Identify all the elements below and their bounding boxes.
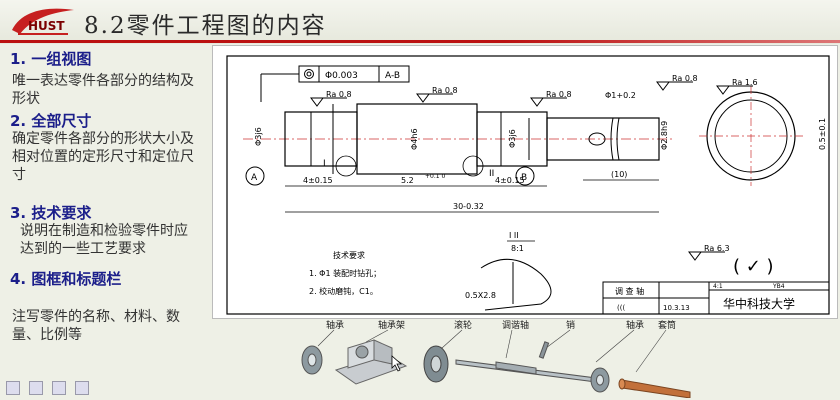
title-block: 调 查 轴 ((( 10.3.13 4:1 YB4 华中科技大学: [602, 281, 830, 315]
assembly-leaders: [317, 329, 667, 373]
svg-text:Ra 1.6: Ra 1.6: [732, 78, 758, 87]
svg-text:Ra 0.8: Ra 0.8: [546, 90, 572, 99]
nav-next-button[interactable]: [75, 381, 90, 395]
svg-text:8:1: 8:1: [511, 244, 524, 253]
svg-text:轴承: 轴承: [326, 319, 344, 331]
bearing-bracket-icon: [334, 339, 408, 385]
svg-text:B: B: [521, 173, 527, 183]
svg-text:轴承: 轴承: [626, 319, 644, 331]
datum-marks: A B I II: [245, 159, 535, 186]
surface-check-symbol: ( ✓ ): [733, 256, 774, 277]
drawing-border: [226, 55, 830, 315]
title-underline: [0, 40, 840, 43]
svg-text:轴承架: 轴承架: [378, 319, 405, 331]
svg-text:Φ2.8h9: Φ2.8h9: [660, 121, 669, 150]
mouse-cursor-icon: [391, 355, 403, 372]
tolerance-datum: A-B: [385, 71, 400, 81]
nav-prev-button[interactable]: [6, 381, 20, 395]
section-3-body: 说明在制造和检验零件时应达到的一些工艺要求: [20, 223, 188, 257]
svg-text:Ra 0.8: Ra 0.8: [432, 86, 458, 95]
geometric-tolerance-frame: Φ0.003 A-B: [260, 65, 410, 102]
university-logo-icon: HUST: [12, 8, 74, 35]
pin-icon: [538, 341, 550, 359]
section-2-body: 确定零件各部分的形状大小及相对位置的定形尺寸和定位尺寸: [12, 131, 194, 183]
svg-text:II: II: [489, 169, 494, 179]
shaft-main-view: [243, 103, 673, 177]
section-1-body: 唯一表达零件各部分的结构及形状: [12, 73, 194, 107]
svg-text:0.5±0.1: 0.5±0.1: [818, 118, 827, 150]
svg-text:销: 销: [566, 319, 575, 331]
svg-text:Φ4h6: Φ4h6: [410, 128, 419, 150]
school-name: 华中科技大学: [723, 296, 795, 311]
svg-text:调谐轴: 调谐轴: [502, 319, 529, 331]
svg-text:HUST: HUST: [28, 19, 65, 33]
slide-navigation: [6, 380, 93, 399]
svg-text:I II: I II: [509, 231, 519, 240]
svg-text:0.5X2.8: 0.5X2.8: [465, 291, 496, 300]
roller-wheel-icon: [423, 345, 449, 383]
shaft-end-view: [699, 86, 803, 186]
svg-text:(((: (((: [617, 304, 625, 312]
nav-menu-button[interactable]: [52, 381, 67, 395]
sleeve-icon: [618, 378, 691, 398]
svg-text:滚轮: 滚轮: [454, 319, 472, 331]
engineering-drawing: Φ0.003 A-B Ra 0.8 Ra 0.8 Ra 0.8 Ra: [212, 45, 838, 319]
svg-text:Φ3j6: Φ3j6: [508, 129, 517, 148]
svg-text:Φ3j6: Φ3j6: [254, 127, 263, 146]
svg-text:Ra 0.8: Ra 0.8: [672, 74, 698, 83]
svg-text:4±0.15: 4±0.15: [495, 176, 525, 185]
assembly-exploded-view: 轴承 轴承架 滚轮 调谐轴 销 轴承 套筒: [301, 319, 691, 398]
svg-text:4±0.15: 4±0.15: [303, 176, 333, 185]
bearing-right-icon: [590, 367, 610, 393]
svg-text:调 查 轴: 调 查 轴: [615, 286, 644, 296]
roughness-marks: Ra 0.8 Ra 0.8 Ra 0.8 Ra 0.8 Ra 1.6 Ra 6.…: [310, 74, 758, 261]
svg-text:技术要求: 技术要求: [333, 250, 365, 260]
svg-text:Φ1+0.2: Φ1+0.2: [605, 91, 636, 100]
section-4-heading: 4. 图框和标题栏: [10, 270, 122, 288]
section-2-heading: 2. 全部尺寸: [10, 112, 92, 130]
svg-text:套筒: 套筒: [658, 319, 676, 331]
svg-text:4:1: 4:1: [713, 283, 723, 290]
detail-view: I II 8:1 0.5X2.8: [465, 231, 552, 311]
svg-text:Ra 0.8: Ra 0.8: [326, 90, 352, 99]
section-4-body: 注写零件的名称、材料、数量、比例等: [12, 309, 180, 343]
bearing-left-icon: [301, 345, 323, 375]
left-panel: 1. 一组视图 唯一表达零件各部分的结构及形状 2. 全部尺寸 确定零件各部分的…: [6, 46, 206, 376]
adjusting-shaft-icon: [455, 359, 597, 383]
slide-title: 8.2零件工程图的内容: [84, 13, 327, 39]
section-3-heading: 3. 技术要求: [10, 204, 92, 222]
svg-text:30-0.32: 30-0.32: [453, 202, 484, 211]
svg-text:A: A: [251, 173, 258, 183]
section-1-heading: 1. 一组视图: [10, 50, 92, 68]
svg-text:1. Φ1 装配时钻孔；: 1. Φ1 装配时钻孔；: [309, 268, 381, 278]
svg-text:YB4: YB4: [772, 283, 785, 290]
technical-requirements: 技术要求 1. Φ1 装配时钻孔； 2. 校动磨钝，C1。: [309, 250, 381, 296]
svg-text:10.3.13: 10.3.13: [663, 304, 690, 312]
title-bar: [0, 0, 840, 44]
assembly-labels: 轴承 轴承架 滚轮 调谐轴 销 轴承 套筒: [326, 319, 676, 331]
svg-text:+0.1 0: +0.1 0: [425, 173, 445, 180]
svg-text:5.2: 5.2: [401, 176, 414, 185]
nav-pen-button[interactable]: [29, 381, 44, 395]
svg-text:2. 校动磨钝，C1。: 2. 校动磨钝，C1。: [309, 286, 378, 296]
dimension-labels: Φ3j6 Φ4h6 Φ3j6 Φ2.8h9 0.5±0.1 Φ1+0.2 4±0…: [254, 91, 827, 213]
svg-text:(10): (10): [611, 170, 627, 179]
tolerance-value: Φ0.003: [325, 71, 358, 81]
svg-text:I: I: [323, 159, 326, 169]
svg-text:Ra 6.3: Ra 6.3: [704, 244, 730, 253]
